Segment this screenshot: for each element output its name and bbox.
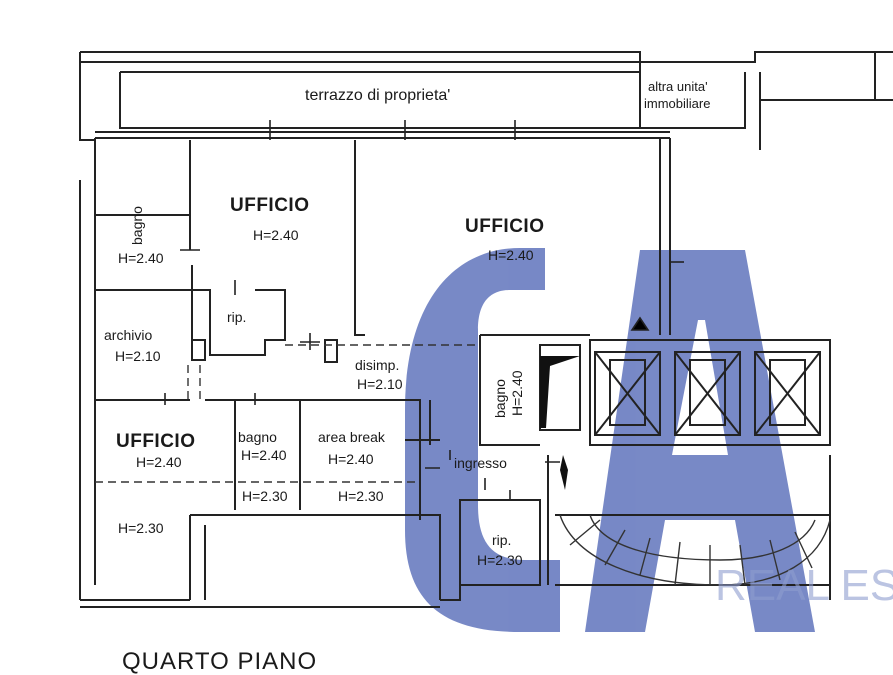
office-2-label: UFFICIO — [465, 216, 545, 237]
floor-title: QUARTO PIANO — [122, 648, 318, 675]
storage-2-label: rip. — [492, 532, 512, 548]
bath-3-height-2: H=2.30 — [242, 488, 288, 504]
hall-height: H=2.10 — [357, 376, 403, 392]
other-unit-label-2: immobiliare — [644, 96, 711, 111]
office-3-height-2: H=2.30 — [118, 520, 164, 536]
storage-1-label: rip. — [227, 309, 247, 325]
archive-label: archivio — [104, 327, 153, 343]
stair — [559, 514, 831, 586]
office-2-height: H=2.40 — [488, 247, 534, 263]
bath-3-label: bagno — [238, 429, 277, 445]
office-1-label: UFFICIO — [230, 195, 310, 216]
other-unit-label-1: altra unita' — [648, 79, 708, 94]
bath-1-height: H=2.40 — [118, 250, 164, 266]
entrance-label: ingresso — [454, 455, 507, 471]
hall-label: disimp. — [355, 357, 400, 373]
door-marks — [155, 120, 684, 500]
dashed-lines — [95, 344, 480, 483]
archive-height: H=2.10 — [115, 348, 161, 364]
bath-2-height: H=2.40 — [509, 370, 525, 416]
black-fill-shapes — [540, 356, 580, 490]
office-1-height: H=2.40 — [253, 227, 299, 243]
break-area-height-2: H=2.30 — [338, 488, 384, 504]
office-3-label: UFFICIO — [116, 431, 196, 452]
bath-2-label: bagno — [492, 379, 508, 418]
bath-1-label: bagno — [129, 206, 145, 245]
terrace-label: terrazzo di proprieta' — [305, 87, 451, 104]
watermark-logo — [405, 248, 815, 632]
storage-2-height: H=2.30 — [477, 552, 523, 568]
bath-3-height: H=2.40 — [241, 447, 287, 463]
break-area-label: area break — [318, 429, 385, 445]
watermark-text: REAL ES — [715, 561, 893, 610]
break-area-height: H=2.40 — [328, 451, 374, 467]
office-3-height: H=2.40 — [136, 454, 182, 470]
